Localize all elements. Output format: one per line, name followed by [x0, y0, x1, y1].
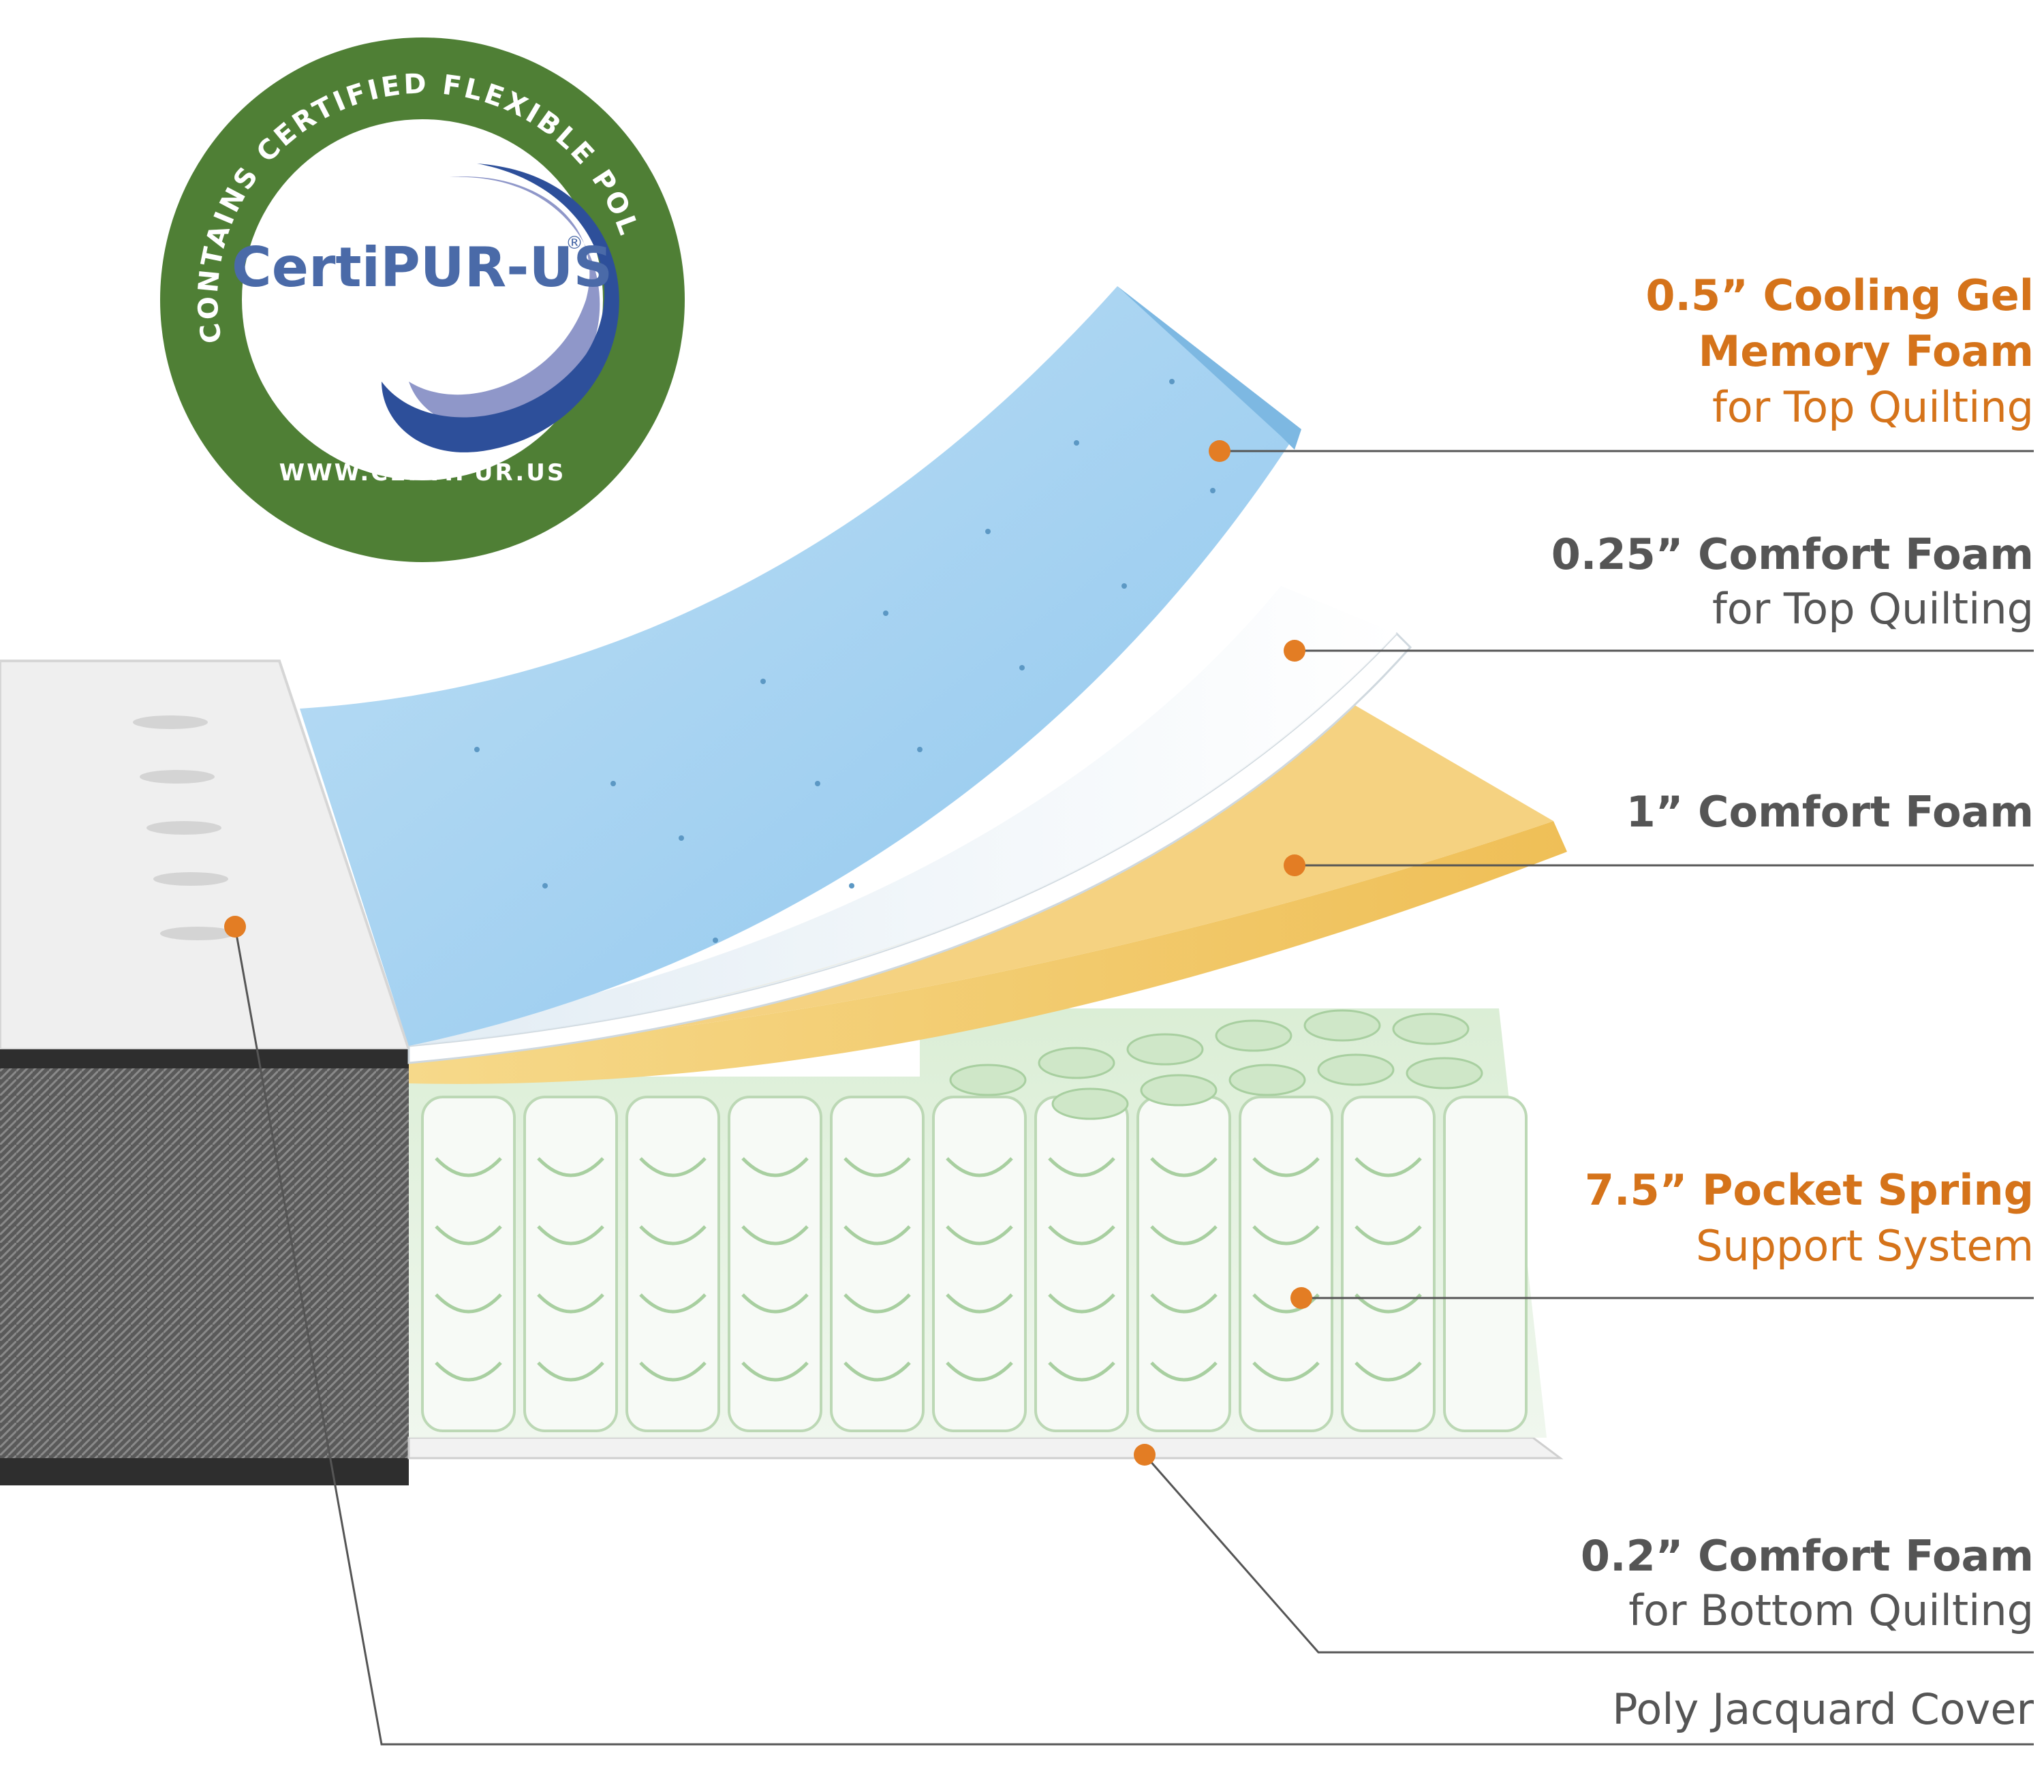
cover-side-panel [0, 1049, 409, 1485]
badge-swoosh-light [409, 176, 600, 429]
label-comfort-foam-02-title: 0.2” Comfort Foam [1581, 1531, 2034, 1581]
spring-coil-lines [435, 1157, 1422, 1382]
label-comfort-foam-025: 0.25” Comfort Foam for Top Quilting [1551, 529, 2034, 634]
spring-coils-front [421, 1096, 1528, 1432]
label-cooling-gel-subtitle: for Top Quilting [1712, 382, 2034, 432]
label-cooling-gel: 0.5” Cooling Gel Memory Foam for Top Qui… [1645, 271, 2034, 432]
certipur-badge: CONTAINS CERTIFIED FLEXIBLE POLYURETHANE… [0, 0, 685, 562]
cooling-gel-edge [1117, 286, 1301, 450]
label-comfort-foam-02: 0.2” Comfort Foam for Bottom Quilting [1581, 1531, 2034, 1635]
label-pocket-spring: 7.5” Pocket Spring Support System [1585, 1165, 2034, 1271]
badge-registered-mark: ® [566, 233, 583, 253]
pocket-spring-block [409, 1008, 1547, 1438]
label-cooling-gel-title-1: 0.5” Cooling Gel [1645, 271, 2034, 320]
badge-logo-text: CertiPUR-US [232, 236, 613, 299]
badge-swoosh-dark [382, 164, 619, 452]
layer-labels: 0.5” Cooling Gel Memory Foam for Top Qui… [1551, 271, 2034, 1734]
mattress-illustration [0, 286, 1567, 1485]
cover-side-border-top [0, 1049, 409, 1068]
white-foam-shade [409, 586, 1397, 1046]
yellow-foam-top [409, 702, 1553, 1049]
label-comfort-foam-1-title: 1” Comfort Foam [1626, 787, 2034, 837]
label-comfort-foam-025-title: 0.25” Comfort Foam [1551, 529, 2034, 579]
callout-dots [224, 440, 1312, 1466]
callout-dot-comfort-foam-1 [1284, 854, 1305, 876]
callout-dot-cooling-gel [1209, 440, 1230, 462]
badge-url-text: WWW.CERTIPUR.US [279, 459, 566, 486]
label-pocket-spring-title: 7.5” Pocket Spring [1585, 1165, 2034, 1215]
callout-dot-cover [224, 916, 246, 938]
leader-line-cover [234, 926, 2034, 1746]
label-cooling-gel-title-2: Memory Foam [1699, 326, 2034, 376]
callout-dot-comfort-foam-025 [1284, 640, 1305, 662]
bottom-foam-layer [407, 1436, 1564, 1459]
label-comfort-foam-02-subtitle: for Bottom Quilting [1628, 1586, 2034, 1635]
callout-dot-comfort-foam-02 [1134, 1444, 1156, 1466]
leader-lines [234, 450, 2034, 1746]
cooling-gel-foam [300, 286, 1295, 1046]
label-cover-subtitle: Poly Jacquard Cover [1612, 1684, 2034, 1734]
gel-speckles [474, 379, 1215, 943]
yellow-comfort-foam [409, 821, 1567, 1084]
spring-coils-top-rows [949, 1009, 1483, 1120]
label-pocket-spring-subtitle: Support System [1696, 1221, 2034, 1271]
cover-side-border-bottom [0, 1458, 409, 1485]
leader-line-comfort-foam-02 [1143, 1454, 2034, 1654]
quilting-tufts [133, 715, 235, 940]
label-comfort-foam-025-subtitle: for Top Quilting [1712, 584, 2034, 634]
label-cover: Poly Jacquard Cover [1612, 1684, 2034, 1734]
callout-dot-pocket-spring [1290, 1287, 1312, 1309]
label-comfort-foam-1: 1” Comfort Foam [1626, 787, 2034, 837]
